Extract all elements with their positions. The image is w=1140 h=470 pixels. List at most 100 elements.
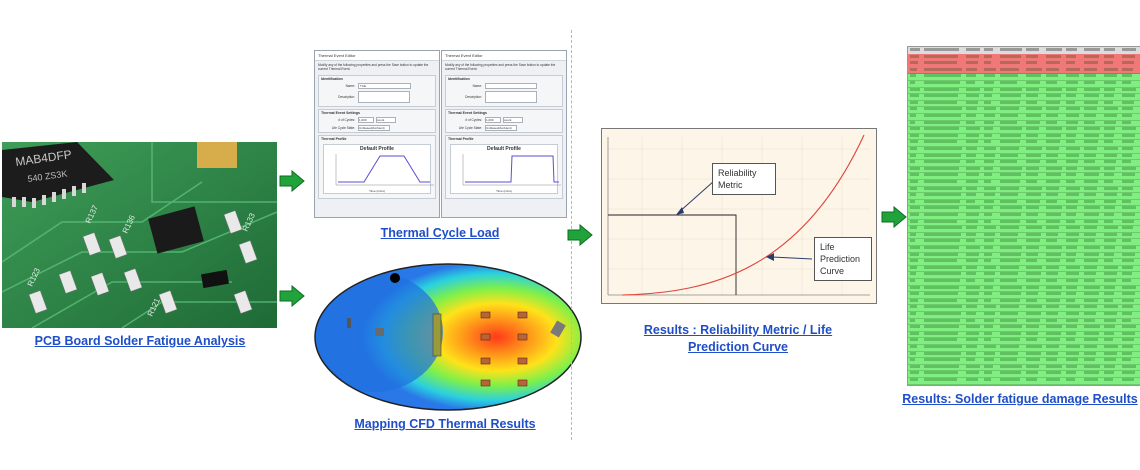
thermal-cycle-caption[interactable]: Thermal Cycle Load	[380, 226, 500, 240]
caption-line-2: Prediction Curve	[687, 340, 789, 354]
settings-group: Thermal Event Settings # of Cycles: 1,00…	[318, 109, 436, 133]
profile-group: Thermal Profile Default Profile Time (mi…	[445, 135, 563, 199]
table-row	[908, 252, 1140, 260]
group-title: Thermal Profile	[448, 137, 474, 141]
cfd-caption[interactable]: Mapping CFD Thermal Results	[354, 417, 536, 431]
table-row	[908, 291, 1140, 299]
table-row	[908, 133, 1140, 141]
name-field[interactable]	[485, 83, 537, 89]
table-row	[908, 166, 1140, 174]
table-row	[908, 238, 1140, 246]
table-row	[908, 331, 1140, 339]
dialog-intro: Modify any of the following properties a…	[318, 63, 429, 71]
table-row	[908, 357, 1140, 365]
table-row	[908, 146, 1140, 154]
table-row	[908, 324, 1140, 332]
thermal-event-dialog-right: Thermal Event Editor Modify any of the f…	[441, 50, 567, 218]
table-row	[908, 232, 1140, 240]
dialog-intro: Modify any of the following properties a…	[445, 63, 556, 71]
reliability-metric-callout: Reliability Metric	[712, 163, 776, 195]
x-axis-label: Time (mins)	[496, 189, 512, 193]
table-row	[908, 179, 1140, 187]
table-row	[908, 344, 1140, 352]
description-field[interactable]	[485, 91, 537, 103]
cycles-unit-select[interactable]: count	[376, 117, 396, 123]
table-row	[908, 100, 1140, 108]
arrow-right-icon	[279, 285, 305, 307]
description-label: Description:	[338, 95, 355, 99]
dialog-title: Thermal Event Editor	[315, 51, 439, 61]
profile-plot: Default Profile Time (mins)	[323, 144, 434, 194]
table-row	[908, 364, 1140, 372]
name-label: Name:	[472, 84, 482, 88]
thermal-event-dialog-left: Thermal Event Editor Modify any of the f…	[314, 50, 440, 218]
table-row	[908, 199, 1140, 207]
life-label: Life Cycle State:	[458, 126, 482, 130]
table-row	[908, 212, 1140, 220]
caption-line-1: Results : Reliability Metric / Life	[643, 323, 833, 337]
life-cycle-select[interactable]: Unbiased(Ambient)	[485, 125, 517, 131]
profile-plot: Default Profile Time (mins)	[450, 144, 561, 194]
table-row	[908, 258, 1140, 266]
table-row	[908, 285, 1140, 293]
table-row	[908, 377, 1140, 385]
arrow-right-icon	[567, 224, 593, 246]
table-row	[908, 370, 1140, 378]
description-field[interactable]	[358, 91, 410, 103]
table-row	[908, 126, 1140, 134]
x-axis-label: Time (mins)	[369, 189, 385, 193]
table-row	[908, 93, 1140, 101]
damage-caption[interactable]: Results: Solder fatigue damage Results	[902, 392, 1138, 406]
table-row	[908, 80, 1140, 88]
group-title: Thermal Event Settings	[321, 111, 360, 115]
profile-group: Thermal Profile Default Profile Time (mi…	[318, 135, 436, 199]
table-row	[908, 153, 1140, 161]
table-row	[908, 271, 1140, 279]
identification-group: Identification Name: Description:	[445, 75, 563, 107]
table-row	[908, 304, 1140, 312]
cycles-field[interactable]: 1,000	[485, 117, 501, 123]
table-row	[908, 120, 1140, 128]
table-row	[908, 278, 1140, 286]
life-prediction-callout: Life Prediction Curve	[814, 237, 872, 281]
life-cycle-select[interactable]: Unbiased(Ambient)	[358, 125, 390, 131]
identification-group: Identification Name: TCE Description:	[318, 75, 436, 107]
pcb-caption[interactable]: PCB Board Solder Fatigue Analysis	[34, 334, 246, 348]
table-row	[908, 73, 1140, 81]
name-field[interactable]: TCE	[358, 83, 411, 89]
group-title: Identification	[448, 77, 470, 81]
table-row	[908, 87, 1140, 95]
table-row	[908, 337, 1140, 345]
table-row	[908, 66, 1140, 75]
table-row	[908, 225, 1140, 233]
solder-damage-table	[907, 46, 1140, 386]
table-row	[908, 172, 1140, 180]
description-label: Description:	[465, 95, 482, 99]
profile-title: Default Profile	[487, 146, 521, 152]
cycles-unit-select[interactable]: count	[503, 117, 523, 123]
pcb-board-photo: MAB4DFP 540 ZS3K R137 R136	[2, 142, 277, 328]
dialog-title: Thermal Event Editor	[442, 51, 566, 61]
cycles-label: # of Cycles:	[338, 118, 355, 122]
table-row	[908, 106, 1140, 114]
table-row	[908, 205, 1140, 213]
group-title: Thermal Event Settings	[448, 111, 487, 115]
life-label: Life Cycle State:	[331, 126, 355, 130]
table-row	[908, 139, 1140, 147]
cycles-field[interactable]: 1,000	[358, 117, 374, 123]
arrow-right-icon	[881, 206, 907, 228]
table-row	[908, 113, 1140, 121]
arrow-right-icon	[279, 170, 305, 192]
table-row	[908, 298, 1140, 306]
reliability-caption[interactable]: Results : Reliability Metric / Life Pred…	[620, 322, 856, 356]
table-row	[908, 351, 1140, 359]
cfd-thermal-map	[314, 263, 582, 411]
name-label: Name:	[345, 84, 355, 88]
table-row	[908, 192, 1140, 200]
group-title: Thermal Profile	[321, 137, 347, 141]
table-row	[908, 245, 1140, 253]
settings-group: Thermal Event Settings # of Cycles: 1,00…	[445, 109, 563, 133]
table-row	[908, 219, 1140, 227]
reliability-chart: Reliability Metric Life Prediction Curve	[601, 128, 877, 304]
table-row	[908, 311, 1140, 319]
